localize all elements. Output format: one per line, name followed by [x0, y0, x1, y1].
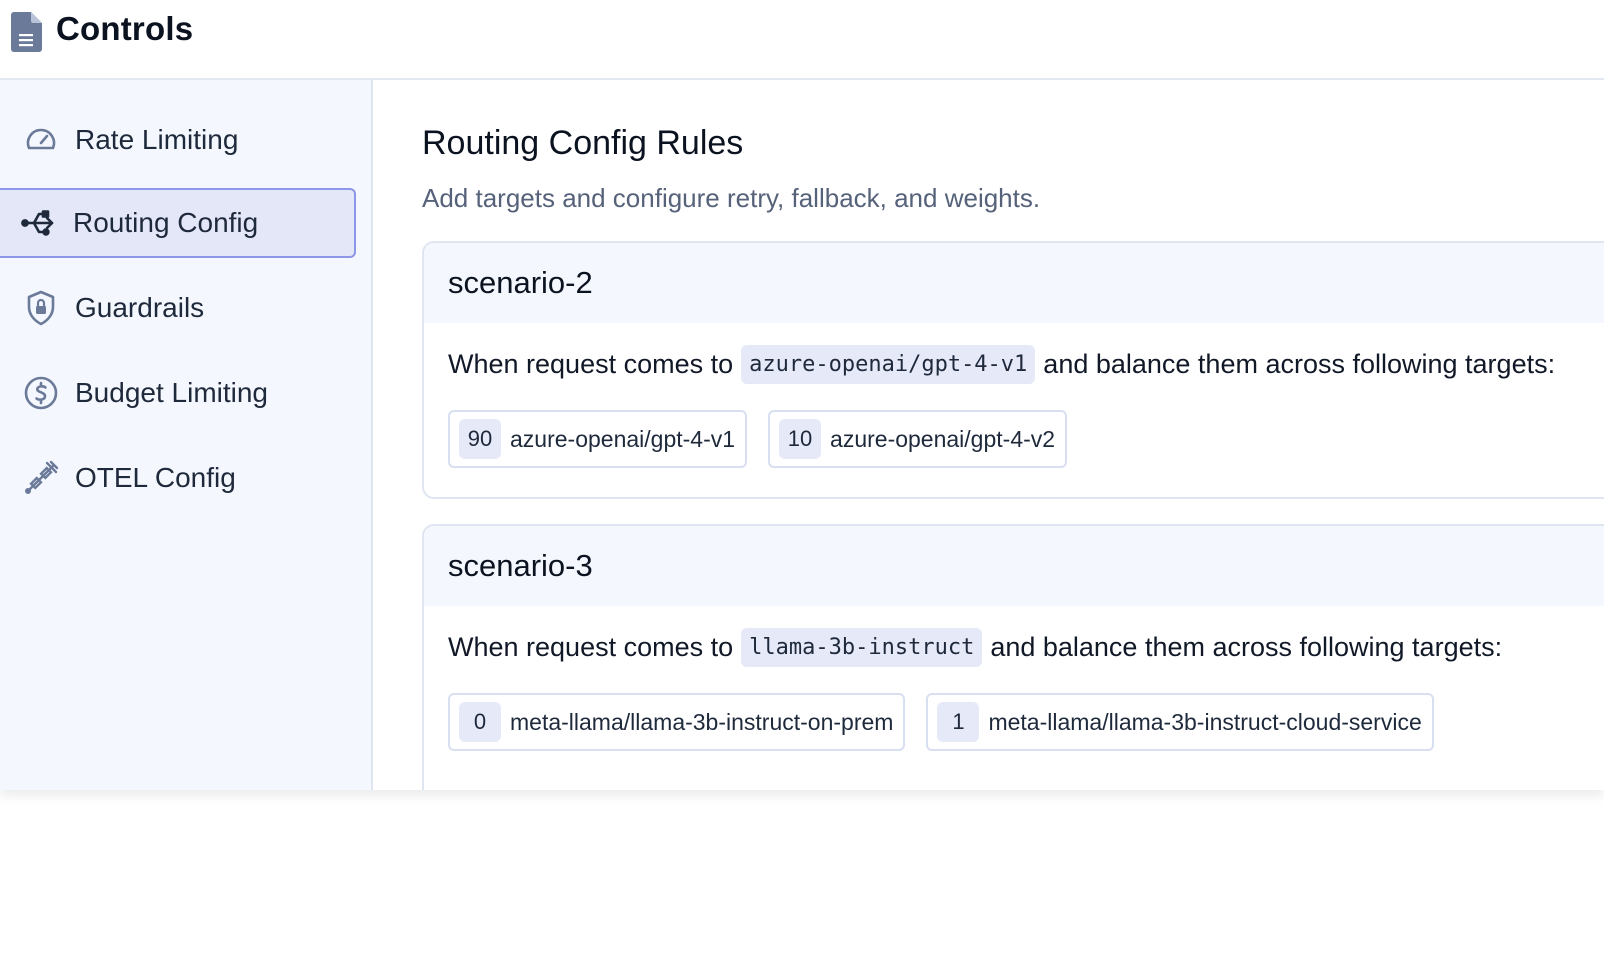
- target-weight: 0: [459, 702, 501, 742]
- source-model-badge: llama-3b-instruct: [741, 628, 983, 667]
- gauge-icon: [23, 122, 59, 158]
- scenario-card: scenario-3 When request comes to llama-3…: [422, 524, 1604, 790]
- rule-description: When request comes to llama-3b-instruct …: [448, 628, 1502, 667]
- sidebar-item-guardrails[interactable]: Guardrails: [0, 273, 356, 343]
- sidebar-item-otel-config[interactable]: OTEL Config: [0, 443, 356, 513]
- sidebar-item-label: Budget Limiting: [75, 377, 269, 408]
- source-model-badge: azure-openai/gpt-4-v1: [741, 345, 1036, 384]
- rule-prefix: When request comes to: [448, 349, 734, 379]
- target-name: meta-llama/llama-3b-instruct-cloud-servi…: [988, 708, 1422, 735]
- target-list: 90 azure-openai/gpt-4-v1 10 azure-openai…: [448, 410, 1068, 468]
- target-chip[interactable]: 90 azure-openai/gpt-4-v1: [448, 410, 748, 468]
- sidebar-item-label: OTEL Config: [75, 462, 236, 493]
- top-bar: Controls: [0, 0, 1604, 80]
- scenario-title: scenario-3: [424, 526, 1604, 606]
- target-weight: 1: [937, 702, 980, 742]
- target-name: meta-llama/llama-3b-instruct-on-prem: [510, 708, 894, 735]
- app-window: Controls Rate Limiting: [0, 0, 1604, 790]
- page-title: Controls: [56, 10, 194, 47]
- rule-description: When request comes to azure-openai/gpt-4…: [448, 345, 1555, 384]
- target-name: azure-openai/gpt-4-v1: [510, 425, 736, 452]
- main-content: Routing Config Rules Add targets and con…: [375, 80, 1604, 790]
- scenario-title: scenario-2: [424, 243, 1604, 323]
- shield-lock-icon: [23, 290, 59, 326]
- document-icon: [11, 12, 42, 52]
- rule-suffix: and balance them across following target…: [990, 632, 1503, 662]
- satellite-icon: [23, 460, 59, 496]
- sidebar-item-label: Guardrails: [75, 292, 205, 323]
- routing-icon: [21, 205, 57, 241]
- sidebar-item-budget-limiting[interactable]: Budget Limiting: [0, 358, 356, 428]
- dollar-circle-icon: [23, 375, 59, 411]
- target-weight: 10: [779, 419, 822, 459]
- target-chip[interactable]: 10 azure-openai/gpt-4-v2: [768, 410, 1068, 468]
- section-title: Routing Config Rules: [422, 124, 744, 162]
- target-list: 0 meta-llama/llama-3b-instruct-on-prem 1…: [448, 693, 1434, 751]
- scenario-card: scenario-2 When request comes to azure-o…: [422, 241, 1604, 499]
- rule-suffix: and balance them across following target…: [1043, 349, 1556, 379]
- sidebar-item-routing-config[interactable]: Routing Config: [0, 188, 356, 258]
- sidebar-item-rate-limiting[interactable]: Rate Limiting: [0, 105, 356, 175]
- target-chip[interactable]: 0 meta-llama/llama-3b-instruct-on-prem: [448, 693, 906, 751]
- sidebar-item-label: Rate Limiting: [75, 124, 239, 155]
- target-name: azure-openai/gpt-4-v2: [830, 425, 1056, 452]
- rule-prefix: When request comes to: [448, 632, 734, 662]
- sidebar: Rate Limiting Routing Config: [0, 80, 373, 790]
- target-chip[interactable]: 1 meta-llama/llama-3b-instruct-cloud-ser…: [926, 693, 1434, 751]
- target-weight: 90: [459, 419, 501, 459]
- sidebar-item-label: Routing Config: [73, 207, 259, 238]
- section-description: Add targets and configure retry, fallbac…: [422, 183, 1041, 213]
